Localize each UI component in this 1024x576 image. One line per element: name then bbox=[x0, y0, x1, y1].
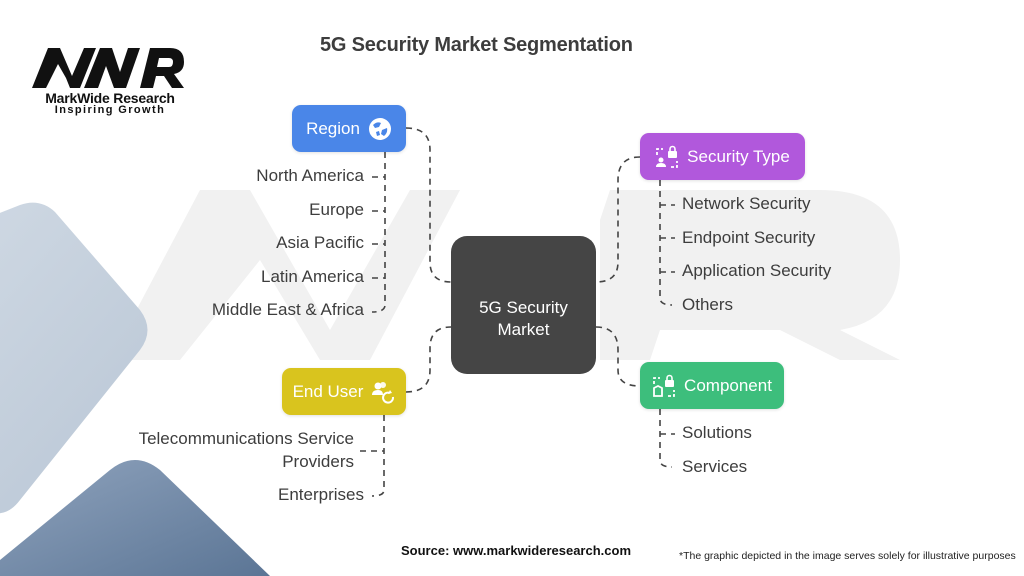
region-node: Region bbox=[292, 105, 406, 152]
end-user-item-telecom-line1: Telecommunications Service bbox=[138, 429, 354, 448]
region-item-north-america: North America bbox=[256, 166, 364, 185]
disclaimer-note: *The graphic depicted in the image serve… bbox=[679, 550, 1016, 562]
source-citation: Source: www.markwideresearch.com bbox=[401, 543, 632, 558]
brand-name: MarkWide Research bbox=[45, 90, 175, 106]
end-user-item-telecom-line2: Providers bbox=[282, 452, 354, 471]
page-title: 5G Security Market Segmentation bbox=[320, 34, 633, 56]
security-item-others: Others bbox=[682, 295, 734, 314]
security-type-label: Security Type bbox=[687, 146, 790, 166]
end-user-node: End User bbox=[282, 368, 406, 415]
center-label-line2: Market bbox=[497, 320, 550, 339]
security-item-application: Application Security bbox=[682, 261, 832, 280]
region-label: Region bbox=[306, 118, 360, 138]
security-item-endpoint: Endpoint Security bbox=[682, 228, 816, 247]
center-label-line1: 5G Security bbox=[479, 298, 568, 317]
region-item-europe: Europe bbox=[309, 200, 364, 219]
device-lock-icon bbox=[653, 374, 675, 397]
brand-tagline: Inspiring Growth bbox=[54, 104, 166, 116]
security-item-network: Network Security bbox=[682, 194, 811, 213]
security-type-node: Security Type bbox=[640, 133, 805, 180]
center-node: 5G Security Market bbox=[451, 236, 596, 374]
end-user-label: End User bbox=[292, 381, 364, 401]
markwide-logo bbox=[32, 48, 184, 88]
user-lock-icon bbox=[656, 145, 679, 168]
region-item-latin-america: Latin America bbox=[261, 267, 364, 286]
users-refresh-icon bbox=[372, 381, 395, 404]
component-label: Component bbox=[684, 375, 772, 395]
end-user-item-enterprises: Enterprises bbox=[278, 485, 364, 504]
component-item-solutions: Solutions bbox=[682, 423, 752, 442]
region-item-middle-east-africa: Middle East & Africa bbox=[211, 300, 364, 319]
component-item-services: Services bbox=[682, 457, 748, 476]
component-node: Component bbox=[640, 362, 784, 409]
dark-triangle-shape bbox=[0, 460, 270, 576]
globe-icon bbox=[368, 117, 391, 140]
region-item-asia-pacific: Asia Pacific bbox=[276, 233, 364, 252]
light-diamond-shape bbox=[0, 202, 148, 514]
